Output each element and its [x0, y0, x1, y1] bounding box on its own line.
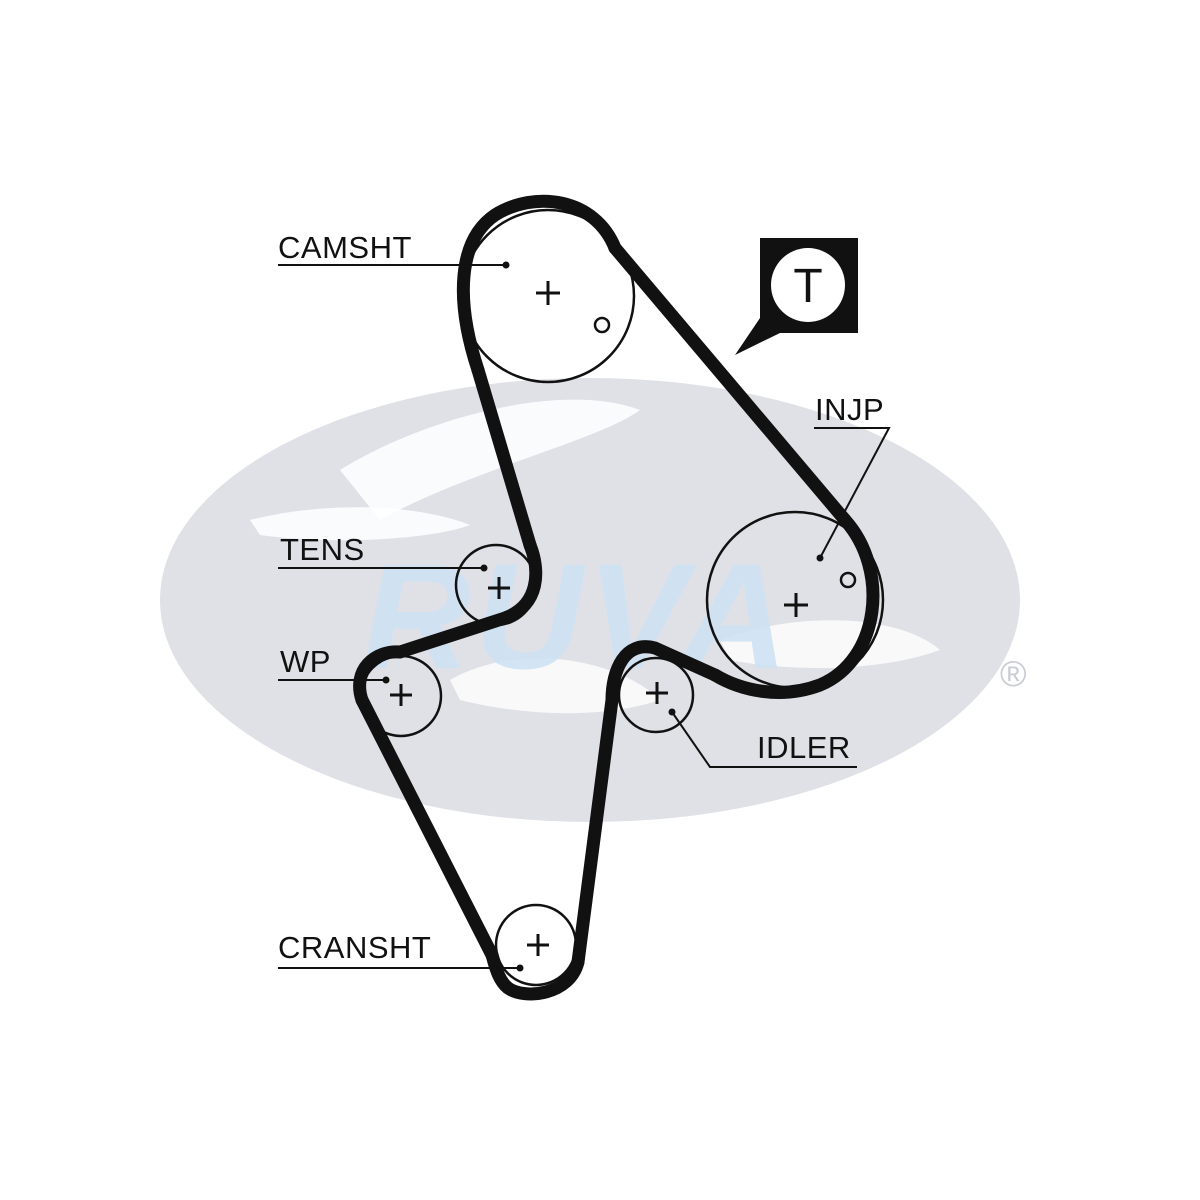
water-pump-pulley — [359, 654, 443, 738]
tension-marker-callout: T — [735, 238, 858, 355]
injp-center-cross — [784, 593, 808, 617]
belt-camshaft-wrap — [456, 194, 622, 377]
belt-span-wp-tens — [393, 538, 543, 659]
cranshaft-pulley — [494, 903, 578, 987]
camshaft-label: CAMSHT — [278, 230, 412, 265]
belt-span-idler-cranshaft — [571, 693, 619, 969]
camshaft-pulley — [460, 208, 636, 384]
injp-leader — [814, 427, 891, 559]
injp-timing-mark — [839, 571, 857, 589]
belt-span-tens-camshaft — [471, 363, 537, 552]
water-pump-center-cross — [390, 684, 412, 706]
tension-marker-circle — [771, 248, 845, 322]
tensioner-center-cross — [488, 577, 510, 599]
belt-span-injp-idler — [605, 640, 722, 707]
cranshaft-center-cross — [527, 934, 549, 956]
tension-marker-letter: T — [793, 260, 822, 313]
timing-belt — [353, 194, 880, 1001]
leader-lines — [278, 261, 891, 972]
camshaft-timing-mark — [593, 316, 611, 334]
cranshaft-label: CRANSHT — [278, 930, 431, 965]
registered-mark: ® — [1000, 653, 1027, 694]
idler-label: IDLER — [757, 730, 851, 765]
tensioner-label: TENS — [280, 532, 365, 567]
belt-span-cranshaft-wp — [355, 693, 499, 962]
pulley-centers — [390, 281, 808, 956]
belt-cranshaft-wrap — [485, 948, 585, 1001]
camshaft-center-cross — [536, 281, 560, 305]
idler-center-cross — [646, 682, 668, 704]
belt-wp-wrap — [353, 645, 407, 707]
idler-pulley — [617, 656, 695, 734]
belt-span-camshaft-injp — [608, 241, 852, 527]
injp-pulley — [705, 510, 885, 690]
pulleys — [359, 208, 885, 987]
injp-label: INJP — [815, 392, 884, 427]
tensioner-pulley — [454, 543, 538, 627]
brand-logo-background: ® — [160, 378, 1027, 822]
idler-leader — [671, 711, 857, 768]
water-pump-label: WP — [280, 644, 331, 679]
